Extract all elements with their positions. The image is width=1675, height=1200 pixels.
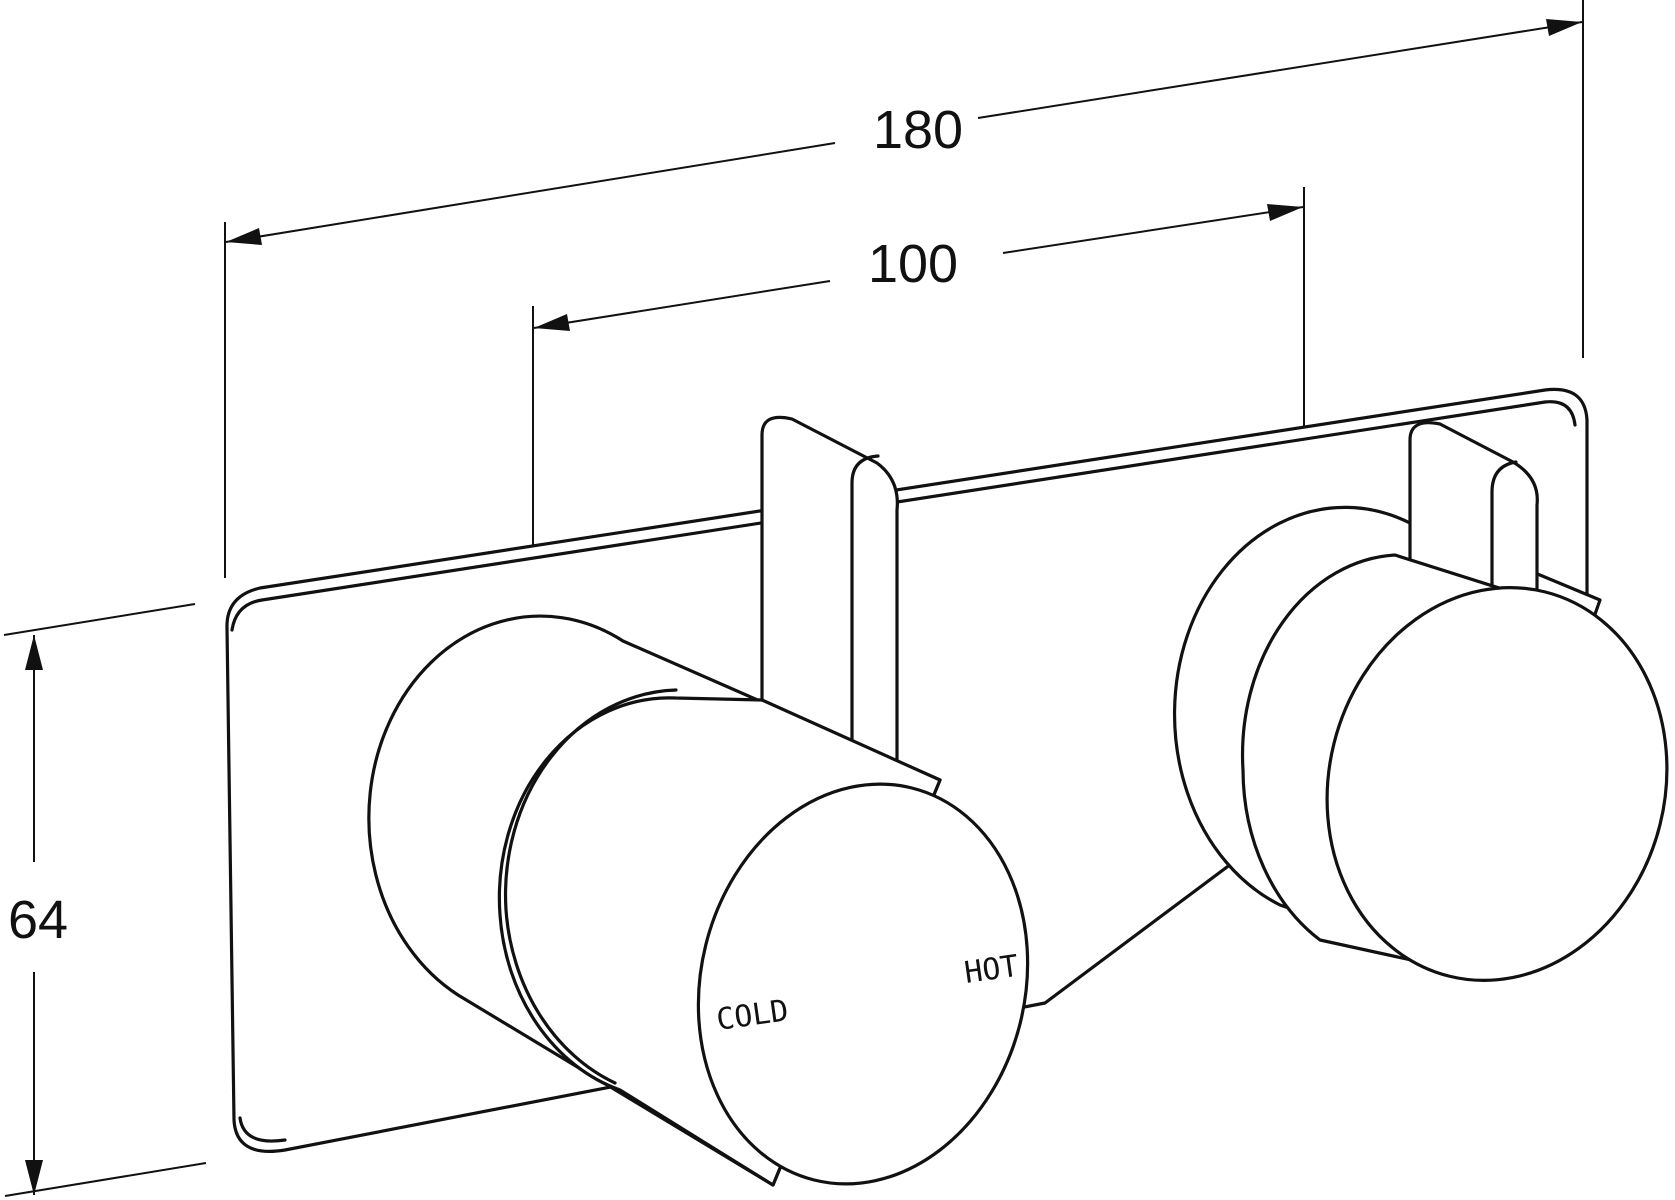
dimension-line-100-left: [533, 280, 831, 329]
label-hot: HOT: [962, 949, 1021, 991]
arrowhead-64-bottom: [25, 1160, 43, 1195]
extension-line-bottom: [4, 1162, 207, 1197]
arrowhead-180-right: [1546, 19, 1582, 36]
dimension-handle-spacing: 100: [532, 187, 1305, 588]
arrowhead-180-left: [226, 228, 262, 245]
left-valve-sleeve-rim: [503, 688, 678, 1085]
arrowhead-100-right: [1267, 204, 1303, 221]
dimension-label-100: 100: [868, 234, 958, 294]
back-plate-edge: [230, 400, 1577, 632]
right-valve-lever-edge: [1490, 460, 1518, 617]
dimension-label-180: 180: [873, 100, 963, 160]
left-valve-cap: [696, 782, 1030, 1186]
dimension-label-64: 64: [8, 890, 68, 950]
arrowhead-100-left: [534, 314, 570, 331]
dimension-annotations: 180 100 64: [3, 0, 1584, 1197]
left-valve-lever: [760, 415, 899, 812]
extension-line-top: [3, 603, 196, 636]
right-valve: [1172, 421, 1669, 982]
dimension-line-180-left: [225, 142, 836, 243]
left-valve: COLD HOT: [367, 415, 1030, 1187]
left-valve-lever-edge: [850, 454, 880, 810]
dimension-plate-height: 64: [3, 603, 207, 1197]
dimension-line-100-right: [1002, 206, 1304, 254]
back-plate-edge-bottom: [238, 1116, 287, 1143]
dimension-line-180-right: [977, 21, 1583, 119]
dimension-overall-width: 180: [224, 0, 1584, 578]
right-valve-cap: [1325, 586, 1669, 982]
arrowhead-64-top: [25, 635, 43, 670]
